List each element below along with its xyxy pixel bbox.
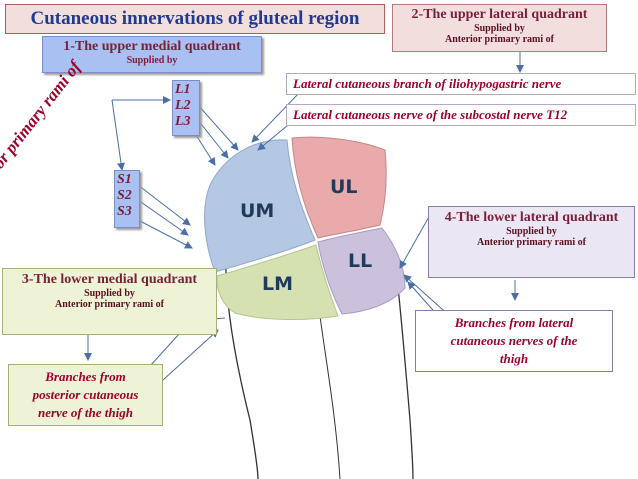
upper-lateral-supplied: Supplied by bbox=[474, 23, 525, 34]
lateral-branches-line-3: thigh bbox=[499, 351, 529, 366]
page-title: Cutaneous innervations of gluteal region bbox=[5, 4, 385, 34]
lower-medial-heading: 3-The lower medial quadrant bbox=[21, 272, 198, 287]
lower-lateral-heading: 4-The lower lateral quadrant bbox=[444, 210, 619, 225]
upper-lateral-box: 2-The upper lateral quadrant Supplied by… bbox=[392, 4, 607, 52]
lower-medial-source: Anterior primary rami of bbox=[55, 299, 164, 310]
posterior-branches-line-3: nerve of the thigh bbox=[38, 405, 133, 420]
lateral-cutaneous-branches-box: Branches from lateral cutaneous nerves o… bbox=[415, 310, 613, 372]
quadrant-lm bbox=[216, 244, 339, 321]
lower-medial-box: 3-The lower medial quadrant Supplied by … bbox=[2, 268, 217, 335]
upper-medial-supplied: Supplied by bbox=[126, 55, 178, 66]
segment-l1: L1 bbox=[175, 82, 191, 97]
lateral-branches-line-2: cutaneous nerves of the bbox=[450, 333, 578, 348]
segment-s2: S2 bbox=[117, 188, 132, 203]
segment-s3: S3 bbox=[117, 204, 132, 219]
sacral-segments: S1 S2 S3 bbox=[114, 170, 140, 228]
upper-medial-box: 1-The upper medial quadrant Supplied by bbox=[42, 36, 262, 73]
iliohypogastric-nerve-box: Lateral cutaneous branch of iliohypogast… bbox=[286, 73, 636, 95]
label-ul: UL bbox=[330, 176, 358, 198]
label-um: UM bbox=[240, 200, 274, 222]
lower-medial-supplied: Supplied by bbox=[84, 288, 135, 299]
upper-lateral-heading: 2-The upper lateral quadrant bbox=[411, 7, 588, 22]
posterior-branches-line-2: posterior cutaneous bbox=[32, 387, 139, 402]
segment-s1: S1 bbox=[117, 172, 132, 187]
lumbar-segments: L1 L2 L3 bbox=[172, 80, 200, 136]
upper-lateral-source: Anterior primary rami of bbox=[445, 34, 554, 45]
posterior-cutaneous-branches-box: Branches from posterior cutaneous nerve … bbox=[8, 364, 163, 426]
quadrant-ll bbox=[317, 227, 406, 315]
segment-l3: L3 bbox=[175, 114, 191, 129]
subcostal-nerve-box: Lateral cutaneous nerve of the subcostal… bbox=[286, 104, 636, 126]
lower-lateral-box: 4-The lower lateral quadrant Supplied by… bbox=[428, 206, 635, 278]
posterior-branches-line-1: Branches from bbox=[45, 369, 126, 384]
quadrant-ul bbox=[291, 136, 387, 239]
lower-lateral-source: Anterior primary rami of bbox=[477, 237, 586, 248]
lower-lateral-supplied: Supplied by bbox=[506, 226, 557, 237]
lateral-branches-line-1: Branches from lateral bbox=[454, 315, 574, 330]
label-ll: LL bbox=[348, 250, 372, 272]
label-lm: LM bbox=[262, 273, 293, 295]
segment-l2: L2 bbox=[175, 98, 191, 113]
upper-medial-heading: 1-The upper medial quadrant bbox=[63, 39, 241, 54]
